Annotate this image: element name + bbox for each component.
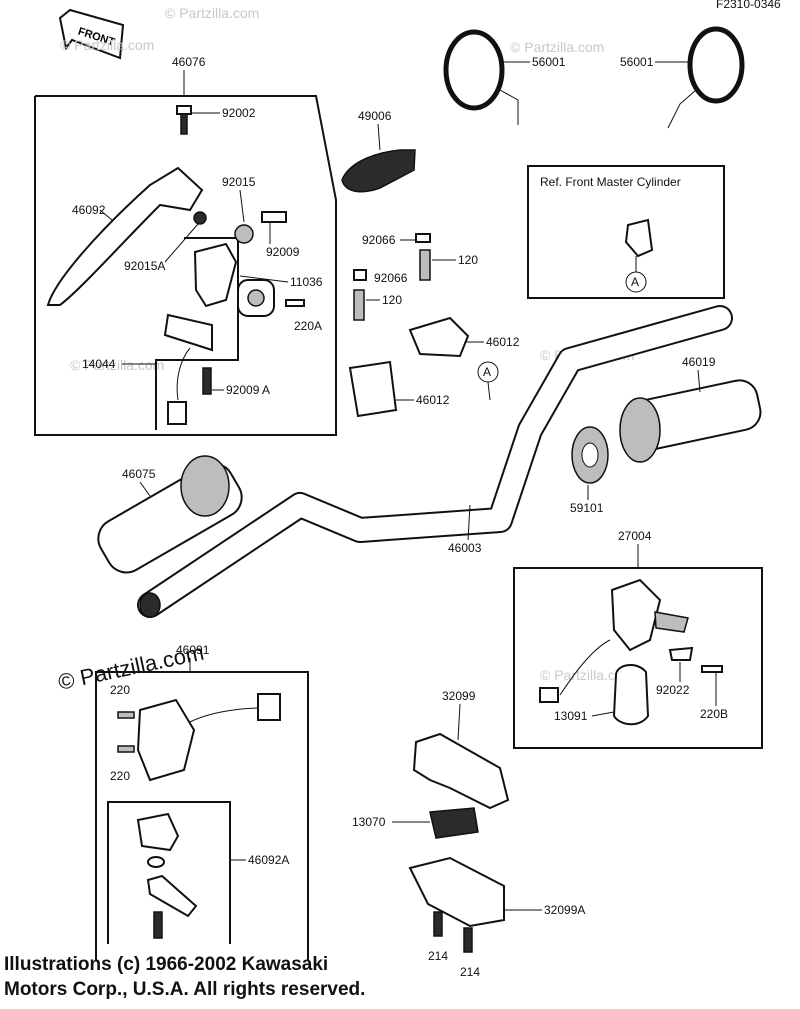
clamp-92022 [668,646,694,661]
diagram-ref-code: F2310-0346 [716,0,781,11]
part-49006-label: 49006 [358,109,392,123]
part-214-a-label: 214 [428,949,448,963]
part-27004-label: 27004 [618,529,652,543]
copyright-line-1: Illustrations (c) 1966-2002 Kawasaki [4,954,329,975]
part-46012-b-label: 46012 [416,393,450,407]
part-56001-left-label: 56001 [532,55,566,69]
choke-lever [146,874,198,918]
copyright-notice: Illustrations (c) 1966-2002 Kawasaki Mot… [4,952,365,1002]
screw-214-b [463,927,473,953]
grip-left [97,455,243,574]
part-92002-label: 92002 [222,106,256,120]
part-13091-label: 13091 [554,709,588,723]
part-46075-label: 46075 [122,467,156,481]
bolt-120-b [353,289,365,321]
case-32099a [408,856,505,928]
choke-washer [147,856,165,868]
mirror-left [443,29,519,125]
mirror-right [667,26,745,129]
case-32099 [412,732,510,810]
ref-master-cylinder [624,218,654,258]
handlebar-marker: A [483,365,491,379]
part-92066-a-label: 92066 [362,233,396,247]
cap-92066-b [353,269,367,281]
part-46003-label: 46003 [448,541,482,555]
part-92066-b-label: 92066 [374,271,408,285]
screw-92009a [202,367,212,395]
part-92022-label: 92022 [656,683,690,697]
part-56001-right-label: 56001 [620,55,654,69]
handlebar [137,305,733,618]
screw-220-a [117,711,135,719]
part-13070-label: 13070 [352,815,386,829]
part-14044-label: 14044 [82,357,116,371]
watermark-6: © Partzilla.com [540,667,634,683]
ref-box-title: Ref. Front Master Cylinder [540,175,681,189]
choke-screw [153,911,163,939]
part-92015-label: 92015 [222,175,256,189]
part-120-a-label: 120 [458,253,478,267]
part-59101-label: 59101 [570,501,604,515]
part-32099-label: 32099 [442,689,476,703]
screw-220b [701,665,723,673]
nut-92015a [193,211,207,225]
screw-220a [285,299,305,307]
switch-11036 [237,279,275,317]
switch-connector [257,693,281,721]
part-92015a-label: 92015A [124,259,165,273]
lever-46092a-frame [107,801,231,944]
part-214-b-label: 214 [460,965,480,979]
ref-box [527,165,725,299]
part-220a-label: 220A [294,319,322,333]
part-220b-label: 220B [700,707,728,721]
part-92009a-label: 92009 A [226,383,270,397]
holder-46012-b [348,360,398,418]
part-32099a-label: 32099A [544,903,585,917]
clutch-lever [46,166,204,306]
part-220-b-label: 220 [110,769,130,783]
cover-49006 [341,149,416,193]
screw-220-b [117,745,135,753]
weight-59101 [571,426,609,484]
part-220-a-label: 220 [110,683,130,697]
watermark-2: © Partzilla.com [165,5,259,21]
bolt-92002 [176,105,192,135]
part-46019-label: 46019 [682,355,716,369]
part-46092a-label: 46092A [248,853,289,867]
watermark-3: © Partzilla.com [510,39,604,55]
cap-92066-a [415,233,431,243]
lever-assy-subframe [155,237,239,430]
lever-holder [193,242,238,308]
bracket-14044 [163,313,213,352]
holder-46012-a [408,316,470,358]
lever-assy-frame [34,95,337,436]
choke-knob [136,812,180,852]
connector-14044 [167,401,187,425]
throttle-housing [610,578,662,652]
case-13091 [612,664,650,726]
front-arrow-icon: FRONT [58,8,125,60]
watermark-1: © Partzilla.com [60,37,154,53]
bolt-120-a [419,249,431,281]
watermark-4: © Partzilla.com [70,357,164,373]
throttle-connector [539,687,559,703]
screw-214-a [433,911,443,937]
part-92009-label: 92009 [266,245,300,259]
part-46091-label: 46091 [176,643,210,657]
part-11036-label: 11036 [290,275,323,289]
throttle-cable-end [654,611,689,633]
switch-frame [95,671,309,960]
spring-92015 [234,224,254,244]
screw-92009 [261,211,287,223]
part-120-b-label: 120 [382,293,402,307]
grip-right [619,379,762,463]
switch-housing-46091 [136,698,196,782]
copyright-line-2: Motors Corp., U.S.A. All rights reserved… [4,979,366,1000]
part-46012-a-label: 46012 [486,335,520,349]
plate-13070 [429,807,479,839]
ref-box-marker: A [631,275,639,289]
part-46076-label: 46076 [172,55,206,69]
part-46092-label: 46092 [72,203,106,217]
